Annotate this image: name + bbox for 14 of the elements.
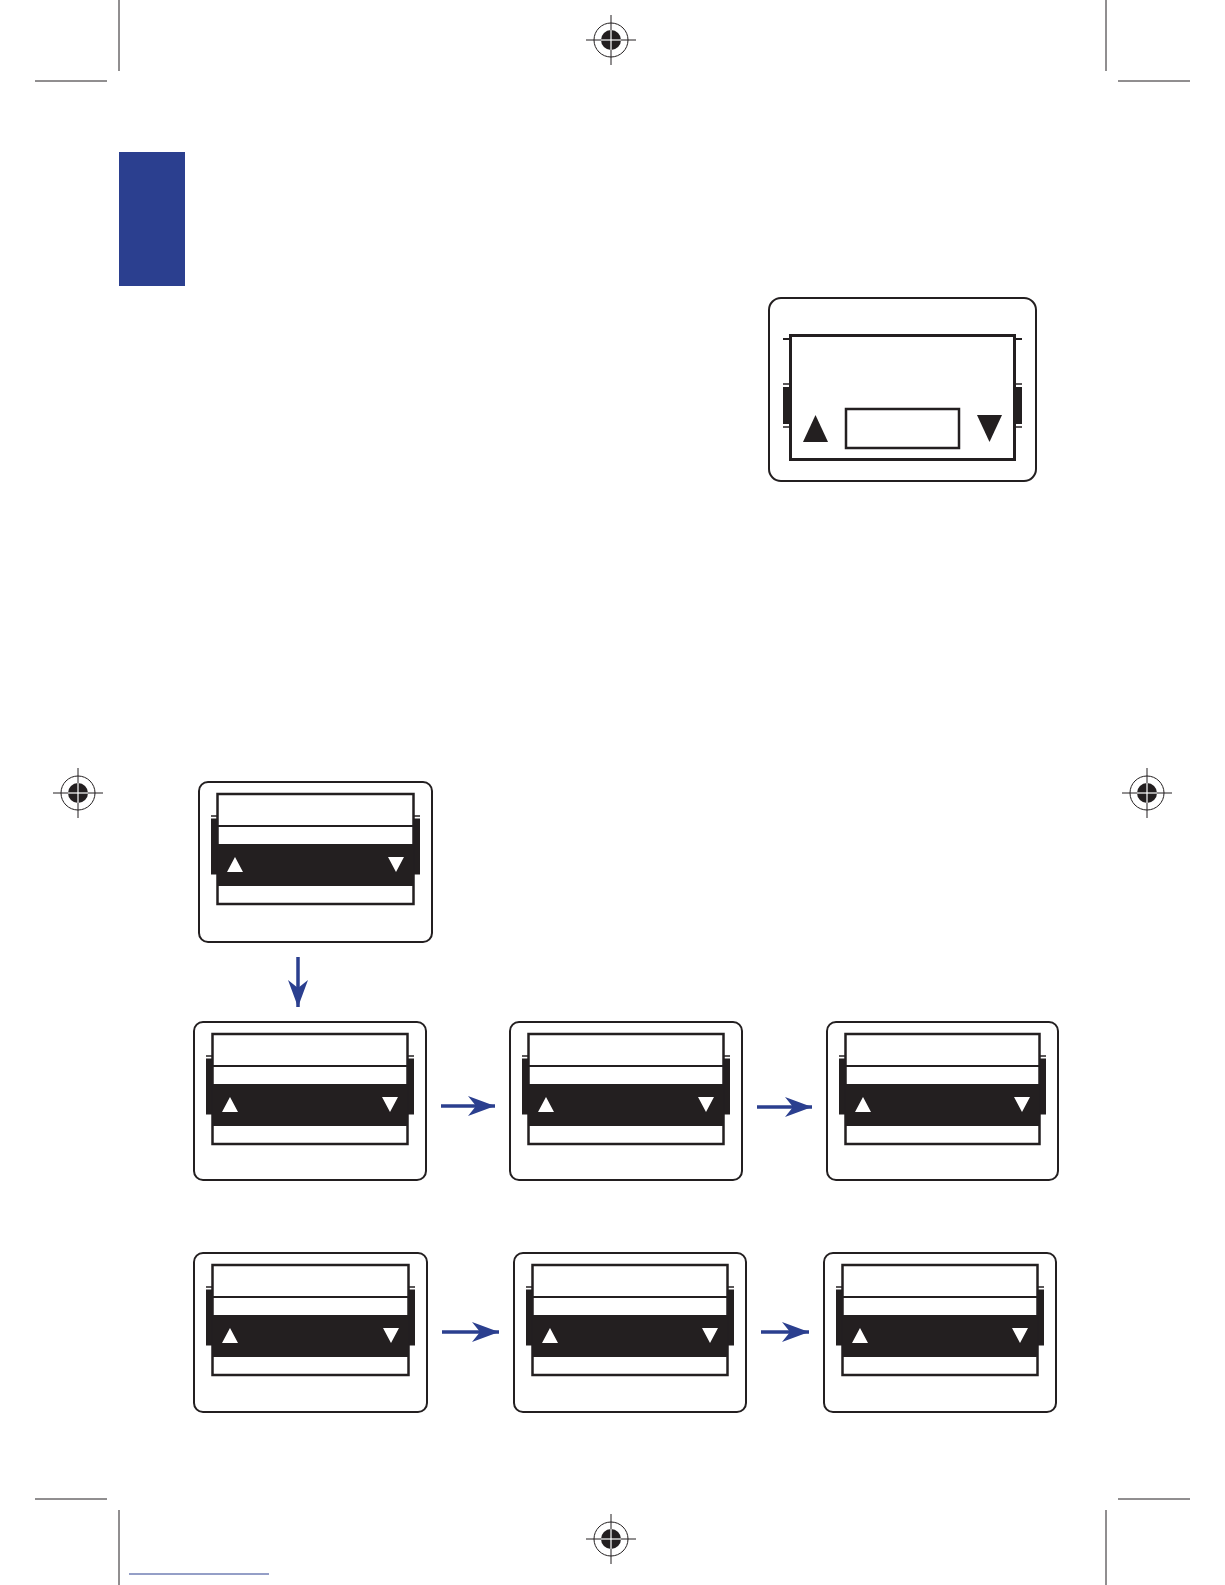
arrow	[761, 1322, 809, 1342]
lcd-screen-drawing	[193, 1252, 428, 1413]
lcd-screen-drawing	[823, 1252, 1057, 1413]
side-tab	[119, 152, 185, 286]
arrow	[288, 957, 308, 1007]
lcd-screen-drawing	[509, 1021, 743, 1181]
lcd-screen-drawing	[198, 781, 433, 943]
arrow	[441, 1096, 495, 1116]
arrow	[442, 1322, 499, 1342]
lcd-screen-drawing	[768, 297, 1037, 482]
arrow	[757, 1097, 812, 1117]
lcd-screen-drawing	[513, 1252, 747, 1413]
lcd-screen-drawing	[193, 1021, 427, 1181]
lcd-screen-drawing	[826, 1021, 1059, 1181]
